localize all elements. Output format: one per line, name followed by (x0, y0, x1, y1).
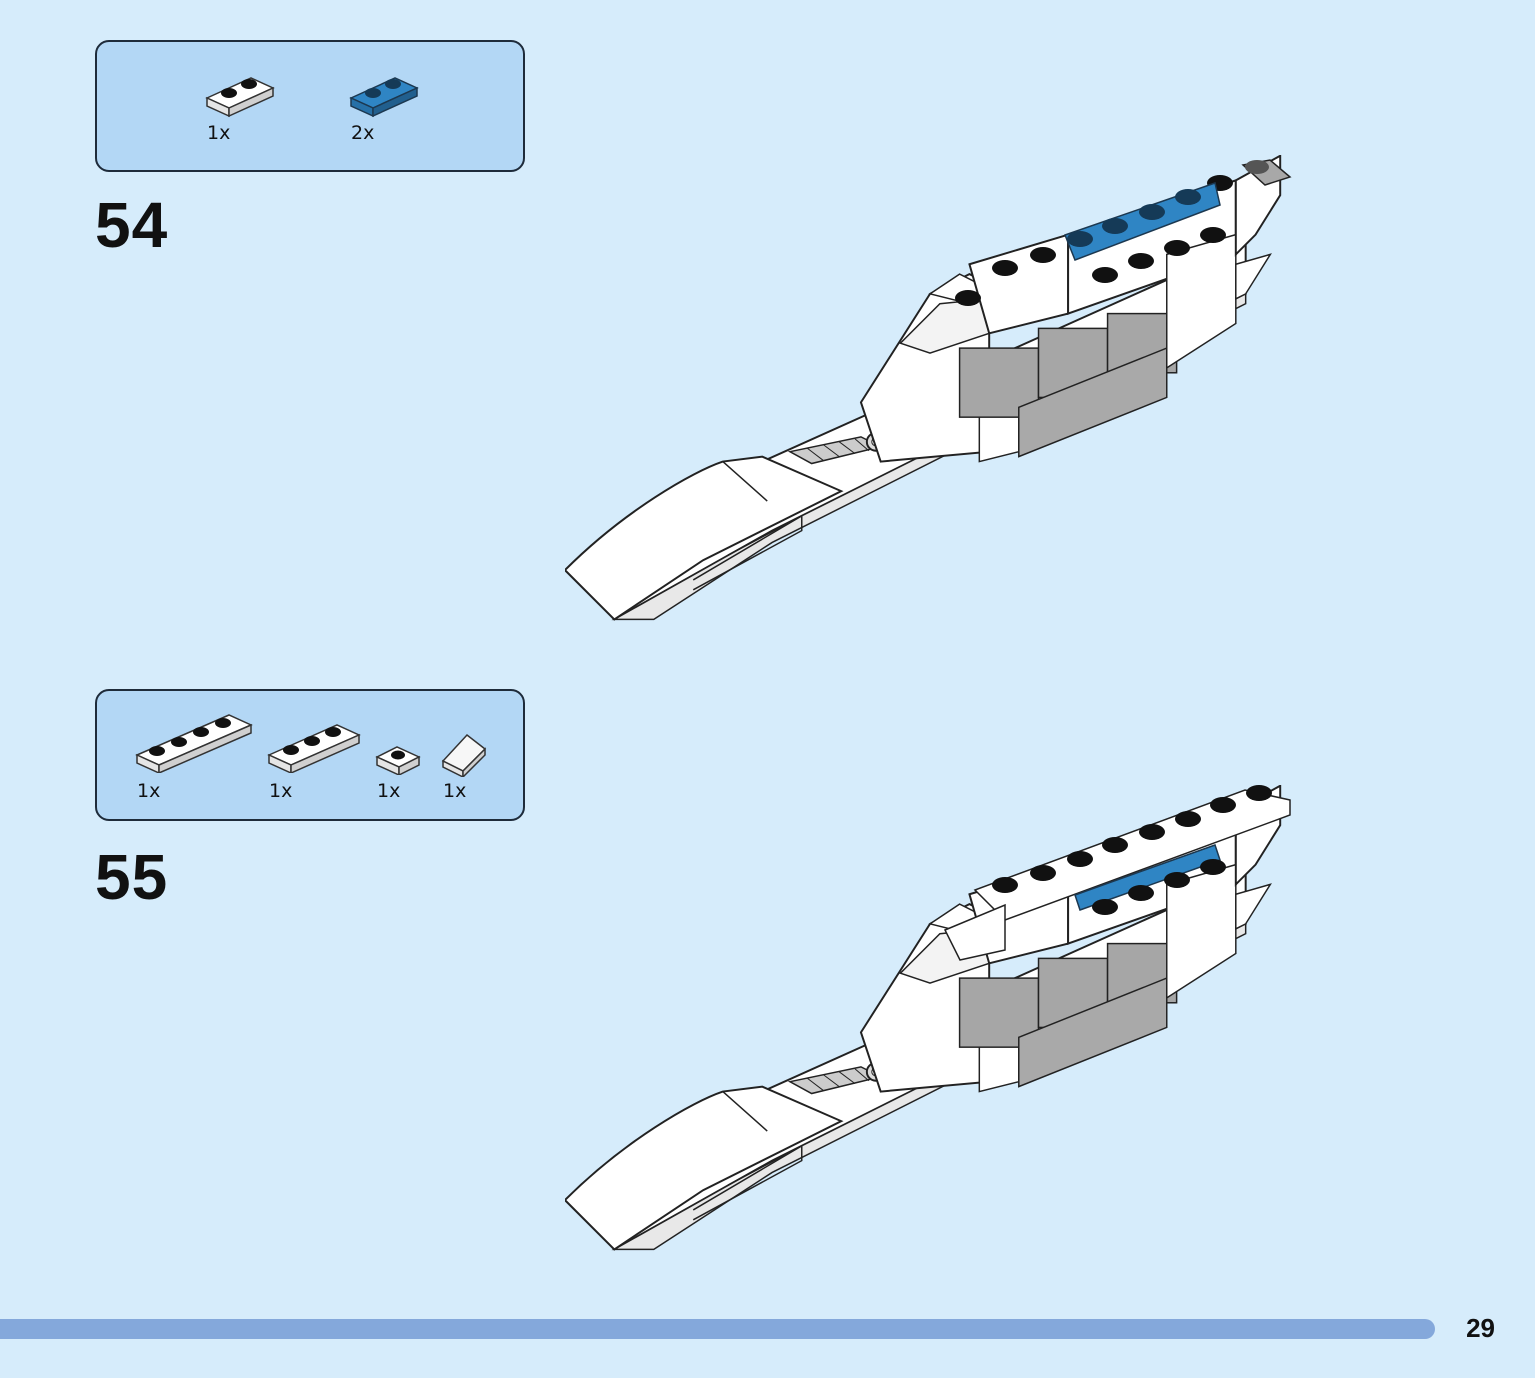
white-1x3-plate-icon (267, 724, 361, 773)
part-quantity: 1x (269, 780, 293, 802)
part-quantity: 1x (137, 780, 161, 802)
white-1x4-plate-icon (135, 714, 253, 773)
part-quantity: 1x (377, 780, 401, 802)
step-55-model-illustration (565, 785, 1291, 1251)
part-quantity: 2x (351, 122, 375, 144)
page-number: 29 (1466, 1313, 1495, 1343)
part-quantity: 1x (443, 780, 467, 802)
progress-bar (0, 1319, 1435, 1339)
white-1x2-plate-icon (205, 77, 275, 118)
white-1x1-plate-icon (375, 746, 421, 775)
step-number: 54 (95, 189, 169, 261)
white-slope-icon (441, 733, 487, 777)
step-54-model-illustration (565, 155, 1292, 621)
parts-callout-step-54: 1x 2x (95, 40, 525, 172)
blue-1x2-plate-icon (349, 77, 419, 118)
part-quantity: 1x (207, 122, 231, 144)
step-number: 55 (95, 841, 169, 913)
parts-callout-step-55: 1x 1x 1x 1x (95, 689, 525, 821)
